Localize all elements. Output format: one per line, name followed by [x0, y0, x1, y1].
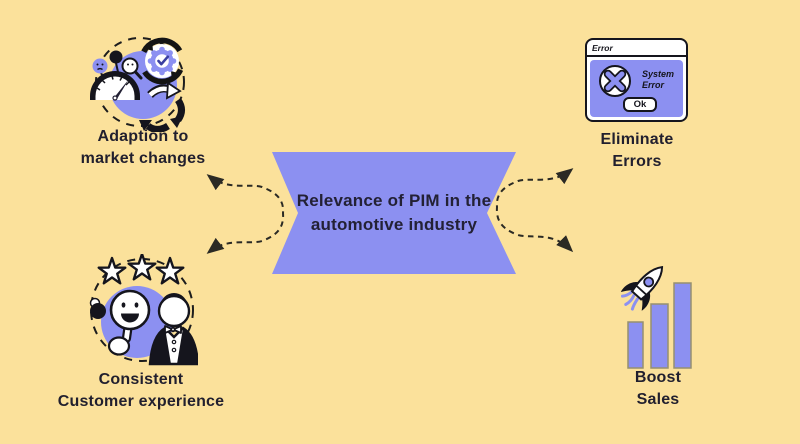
eliminate-label-line2: Errors: [612, 153, 662, 170]
boost-label: Boost Sales: [606, 367, 710, 411]
bar-chart-icon: [627, 282, 692, 369]
error-message-line2: Error: [642, 80, 665, 90]
error-message-line1: System: [642, 69, 675, 79]
error-dialog-body: System Error Ok: [590, 60, 683, 117]
boost-label-line1: Boost: [634, 369, 682, 386]
adaption-label: Adaption to market changes: [40, 126, 246, 170]
boost-sales-icon: [620, 266, 692, 369]
consistent-label: Consistent Customer experience: [25, 369, 257, 413]
eliminate-label: Eliminate Errors: [577, 129, 697, 173]
error-dialog-title: Error: [592, 42, 613, 53]
consistent-label-line2: Customer experience: [57, 393, 225, 410]
banner-title: Relevance of PIM in the automotive indus…: [272, 152, 516, 274]
error-x-icon: [599, 65, 631, 97]
dot-bubble-icon: [109, 50, 123, 64]
rating-stars-icon: [97, 254, 185, 285]
banner-title-line2: automotive industry: [310, 215, 478, 234]
ok-button: Ok: [623, 97, 657, 112]
bow-tie-icon: [164, 325, 182, 334]
banner-title-line1: Relevance of PIM in the: [296, 191, 492, 210]
center-banner: Relevance of PIM in the automotive indus…: [272, 152, 516, 274]
error-dialog-icon: Error System Error Ok: [585, 38, 688, 122]
sad-face-bubble-icon: [92, 58, 108, 74]
customer-experience-icon: [89, 254, 198, 366]
error-dialog-message: System Error: [642, 69, 674, 91]
adaption-icon: [90, 37, 186, 132]
banner-ribbon-shape: [272, 152, 516, 274]
error-dialog-titlebar: Error: [587, 40, 686, 57]
recycle-arrows-icon: [139, 81, 185, 132]
boost-label-line2: Sales: [636, 391, 680, 408]
speedometer-icon: [90, 71, 140, 101]
search-face-bubble-icon: [121, 57, 139, 75]
eliminate-label-line1: Eliminate: [600, 131, 674, 148]
rocket-icon: [620, 266, 664, 311]
ok-button-label: Ok: [633, 99, 647, 110]
adaption-label-line1: Adaption to: [97, 128, 189, 145]
consistent-label-line1: Consistent: [98, 371, 184, 388]
smiley-sign-icon: [107, 289, 151, 356]
adaption-label-line2: market changes: [80, 150, 206, 167]
waiter-person-icon: [148, 293, 198, 366]
